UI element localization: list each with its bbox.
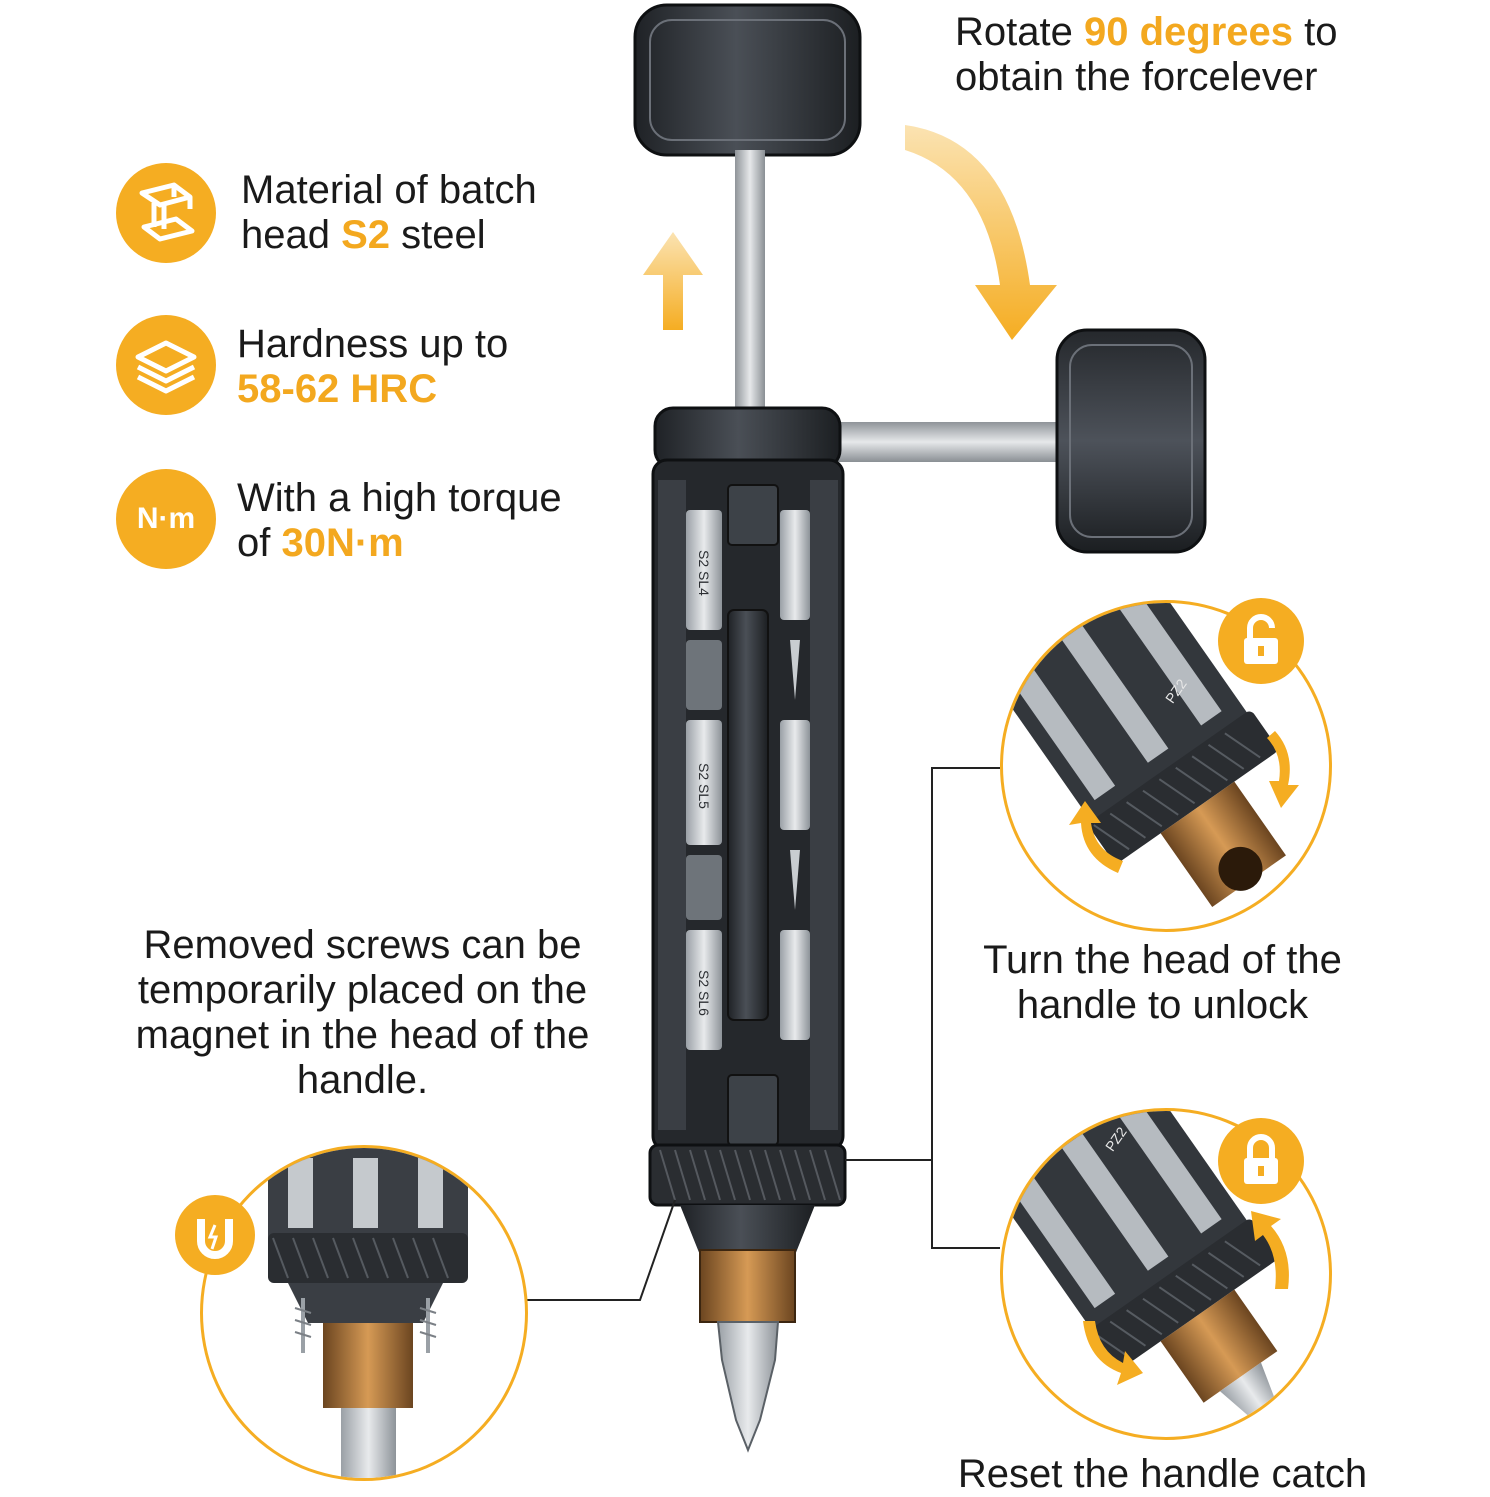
feature-material-highlight: S2 (341, 213, 391, 257)
bit-label-sl4: S2 SL4 (696, 550, 712, 596)
magnet-caption: Removed screws can be temporarily placed… (110, 923, 615, 1103)
torque-icon-text: N·m (136, 502, 196, 535)
rotate-text-1: Rotate (955, 10, 1084, 54)
reset-detail-circle: PZ2 (1000, 1108, 1332, 1440)
magnet-caption-line3: magnet in the head of the (135, 1013, 590, 1057)
rotate-text-3: obtain the forcelever (955, 55, 1318, 99)
feature-torque: With a high torque of 30N·m (237, 476, 562, 566)
feature-material: Material of batch head S2 steel (241, 168, 537, 258)
feature-material-pre: head (241, 213, 342, 257)
feature-hardness: Hardness up to 58-62 HRC (237, 322, 508, 412)
magnet-icon (175, 1195, 255, 1275)
unlock-icon (1218, 598, 1304, 684)
magnet-detail-circle (200, 1145, 528, 1481)
steel-beam-icon (116, 163, 216, 263)
unlock-caption-line2: handle to unlock (1016, 983, 1309, 1027)
feature-torque-pre: of (237, 521, 282, 565)
feature-torque-line1: With a high torque (237, 476, 562, 520)
lock-icon (1218, 1118, 1304, 1204)
feature-torque-highlight: 30N·m (281, 521, 404, 565)
magnet-caption-line4: handle. (296, 1058, 429, 1102)
unlock-detail-circle: PZ2 (1000, 600, 1332, 932)
magnet-caption-line2: temporarily placed on the (137, 968, 588, 1012)
unlock-caption-line1: Turn the head of the (983, 938, 1342, 982)
magnet-caption-line1: Removed screws can be (143, 923, 582, 967)
reset-caption: Reset the handle catch (957, 1452, 1368, 1496)
feature-hardness-highlight: 58-62 HRC (237, 367, 438, 411)
feature-material-post: steel (390, 213, 486, 257)
feature-hardness-line1: Hardness up to (237, 322, 509, 366)
rotate-highlight: 90 degrees (1083, 10, 1293, 54)
rotate-caption: Rotate 90 degrees to obtain the forcelev… (955, 10, 1475, 100)
unlock-caption: Turn the head of the handle to unlock (955, 938, 1370, 1028)
layers-icon (116, 315, 216, 415)
rotate-text-2: to (1293, 10, 1338, 54)
bit-label-sl6: S2 SL6 (696, 970, 712, 1016)
feature-material-line1: Material of batch (241, 168, 537, 212)
torque-icon: N·m (116, 469, 216, 569)
bit-label-sl5: S2 SL5 (696, 763, 712, 809)
